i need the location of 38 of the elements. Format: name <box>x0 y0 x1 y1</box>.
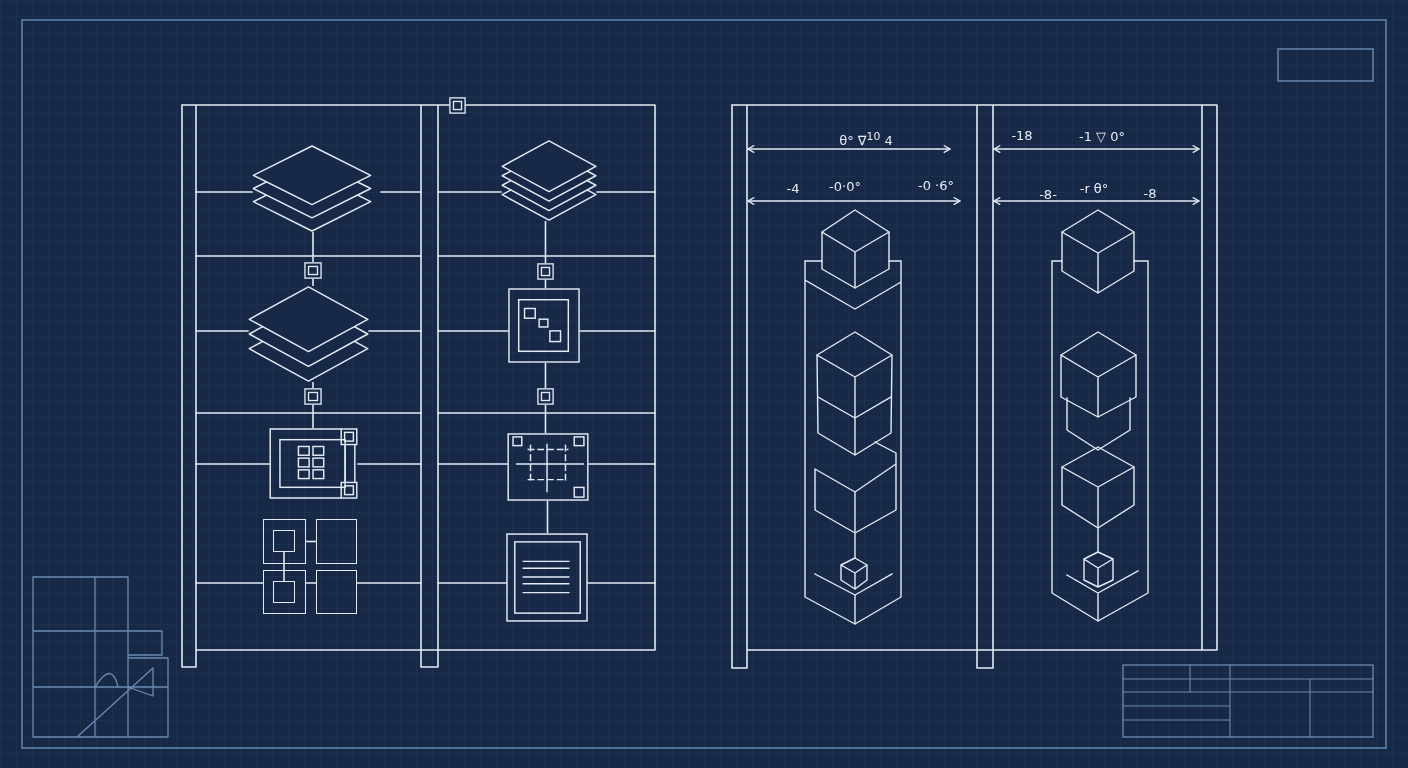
layers-icon <box>252 145 372 232</box>
dimension-label: -8 <box>1143 186 1157 202</box>
outline-square <box>263 570 306 614</box>
layers-icon <box>501 140 597 221</box>
outline-square <box>316 570 357 614</box>
connector-square-icon <box>449 97 466 114</box>
connector-line <box>312 404 314 429</box>
outline-square <box>273 530 295 552</box>
connector-line <box>544 220 547 264</box>
document-icon <box>506 533 588 622</box>
outline-square <box>273 581 295 603</box>
outline-square <box>263 519 306 564</box>
connector-line <box>544 279 547 289</box>
connector-line <box>312 231 314 263</box>
framed-squares-icon <box>508 288 580 363</box>
keypad-panel-icon <box>269 428 358 499</box>
connector-line <box>544 362 547 389</box>
connector-line <box>305 540 317 543</box>
connector-line <box>283 551 285 582</box>
dimension-label: -1 ▽ 0° <box>1079 129 1125 145</box>
outline-square <box>316 519 357 564</box>
dimension-label: -8- <box>1039 187 1057 203</box>
connector-square-icon <box>537 263 554 280</box>
connector-line <box>544 404 547 434</box>
dimension-label: -4 <box>786 181 800 197</box>
layers-icon <box>248 286 369 382</box>
dimension-label: θ° ∇$^{10}$ 4 <box>839 128 893 150</box>
connector-line <box>312 278 314 287</box>
connector-square-icon <box>304 262 322 279</box>
connector-line <box>546 500 549 534</box>
connector-square-icon <box>537 388 554 405</box>
connector-square-icon <box>304 388 322 405</box>
dimension-label: -r θ° <box>1079 181 1109 197</box>
connector-line <box>312 381 314 389</box>
dimension-label: -0·0° <box>829 179 861 195</box>
dimension-label: -18 <box>1011 128 1033 144</box>
dimension-label: -0 ·6° <box>918 178 954 194</box>
crosshair-panel-icon <box>507 433 589 501</box>
